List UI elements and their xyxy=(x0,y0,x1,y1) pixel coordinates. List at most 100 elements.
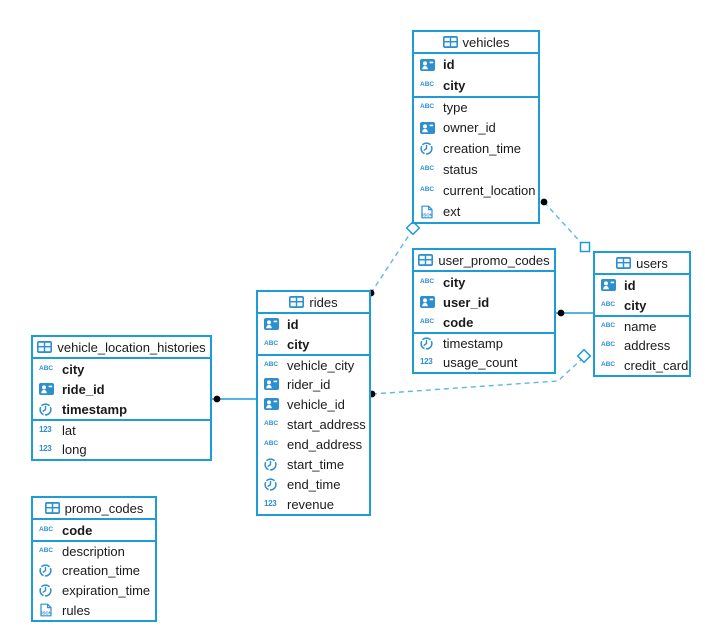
column-name: status xyxy=(443,162,478,177)
diamond-endpoint-marker xyxy=(576,348,592,364)
column-name: ride_id xyxy=(62,381,105,397)
id-badge-icon xyxy=(420,296,438,308)
column-row-creation_time: creation_time xyxy=(414,138,538,159)
column-name: type xyxy=(443,100,468,115)
text-type-icon: ABC xyxy=(420,103,435,111)
timestamp-type-icon xyxy=(39,402,57,416)
column-row-usage_count: 123 usage_count xyxy=(414,352,554,372)
column-row-ext: JSON ext xyxy=(414,201,538,222)
column-name: id xyxy=(443,57,455,72)
table-title: rides xyxy=(309,294,338,310)
relationship-line-vehicles-to-rides xyxy=(370,228,414,294)
table-title: vehicles xyxy=(462,34,510,50)
column-name: long xyxy=(62,441,87,457)
column-name: id xyxy=(624,277,636,293)
table-icon xyxy=(442,36,458,48)
column-row-credit_card: ABC credit_card xyxy=(595,355,689,375)
text-type-icon: ABC xyxy=(420,277,435,285)
column-name: timestamp xyxy=(62,401,128,417)
square-endpoint-marker xyxy=(579,241,591,253)
column-name: city xyxy=(287,336,310,352)
timestamp-type-icon xyxy=(39,563,57,577)
column-row-creation_time: creation_time xyxy=(33,560,155,580)
endpoint-dot-marker xyxy=(557,309,565,317)
column-row-ride_id: ride_id xyxy=(33,379,210,399)
endpoint-dot-marker xyxy=(213,395,221,403)
number-type-icon: 123 xyxy=(264,499,277,508)
column-name: vehicle_id xyxy=(287,396,345,412)
column-name: end_address xyxy=(287,436,363,452)
column-name: description xyxy=(62,543,125,559)
column-row-end_time: end_time xyxy=(258,474,369,494)
column-name: user_id xyxy=(443,294,490,310)
column-row-expiration_time: expiration_time xyxy=(33,580,155,600)
text-type-icon: ABC xyxy=(420,317,435,325)
id-badge-icon xyxy=(264,318,282,330)
column-name: creation_time xyxy=(62,562,141,578)
number-type-icon: 123 xyxy=(39,425,52,434)
table-header-vehicle_location_histories[interactable]: vehicle_location_histories xyxy=(33,337,210,359)
text-type-icon: ABC xyxy=(601,321,616,329)
column-row-city: ABC city xyxy=(595,295,689,315)
column-name: ext xyxy=(443,204,461,219)
timestamp-type-icon xyxy=(264,457,282,471)
text-type-icon: ABC xyxy=(601,360,616,368)
relationship-line-vehicles-to-users xyxy=(543,201,585,247)
column-row-id: id xyxy=(414,54,538,75)
column-name: expiration_time xyxy=(62,582,151,598)
column-name: end_time xyxy=(287,476,341,492)
svg-text:JSON: JSON xyxy=(421,212,432,217)
column-row-rules: JSON rules xyxy=(33,600,155,620)
table-header-user_promo_codes[interactable]: user_promo_codes xyxy=(414,250,554,272)
column-row-current_location: ABC current_location xyxy=(414,180,538,201)
table-header-vehicles[interactable]: vehicles xyxy=(414,32,538,54)
column-name: credit_card xyxy=(624,357,689,373)
table-icon xyxy=(289,296,305,308)
table-title: promo_codes xyxy=(64,500,144,516)
timestamp-type-icon xyxy=(420,336,438,350)
table-header-rides[interactable]: rides xyxy=(258,292,369,314)
column-name: revenue xyxy=(287,496,334,512)
text-type-icon: ABC xyxy=(601,300,616,308)
column-name: code xyxy=(62,522,93,538)
timestamp-type-icon xyxy=(264,477,282,491)
svg-text:JSON: JSON xyxy=(40,611,51,616)
id-badge-icon xyxy=(264,378,282,390)
column-row-start_time: start_time xyxy=(258,454,369,474)
table-header-users[interactable]: users xyxy=(595,253,689,275)
number-type-icon: 123 xyxy=(420,357,433,366)
column-name: rules xyxy=(62,602,91,618)
column-name: usage_count xyxy=(443,354,518,370)
column-name: current_location xyxy=(443,183,536,198)
text-type-icon: ABC xyxy=(39,364,54,372)
column-name: rider_id xyxy=(287,376,331,392)
column-name: vehicle_city xyxy=(287,357,355,373)
column-name: city xyxy=(443,274,466,290)
table-header-promo_codes[interactable]: promo_codes xyxy=(33,498,155,520)
column-name: timestamp xyxy=(443,335,503,351)
id-badge-icon xyxy=(39,383,57,395)
table-icon xyxy=(418,254,434,266)
column-name: name xyxy=(624,318,657,334)
json-type-icon: JSON xyxy=(420,205,438,219)
column-name: start_time xyxy=(287,456,345,472)
column-name: city xyxy=(624,297,647,313)
text-type-icon: ABC xyxy=(420,186,435,194)
column-name: city xyxy=(62,361,85,377)
text-type-icon: ABC xyxy=(39,546,54,554)
column-row-id: id xyxy=(595,275,689,295)
column-name: code xyxy=(443,314,474,330)
text-type-icon: ABC xyxy=(420,81,435,89)
text-type-icon: ABC xyxy=(264,360,279,368)
